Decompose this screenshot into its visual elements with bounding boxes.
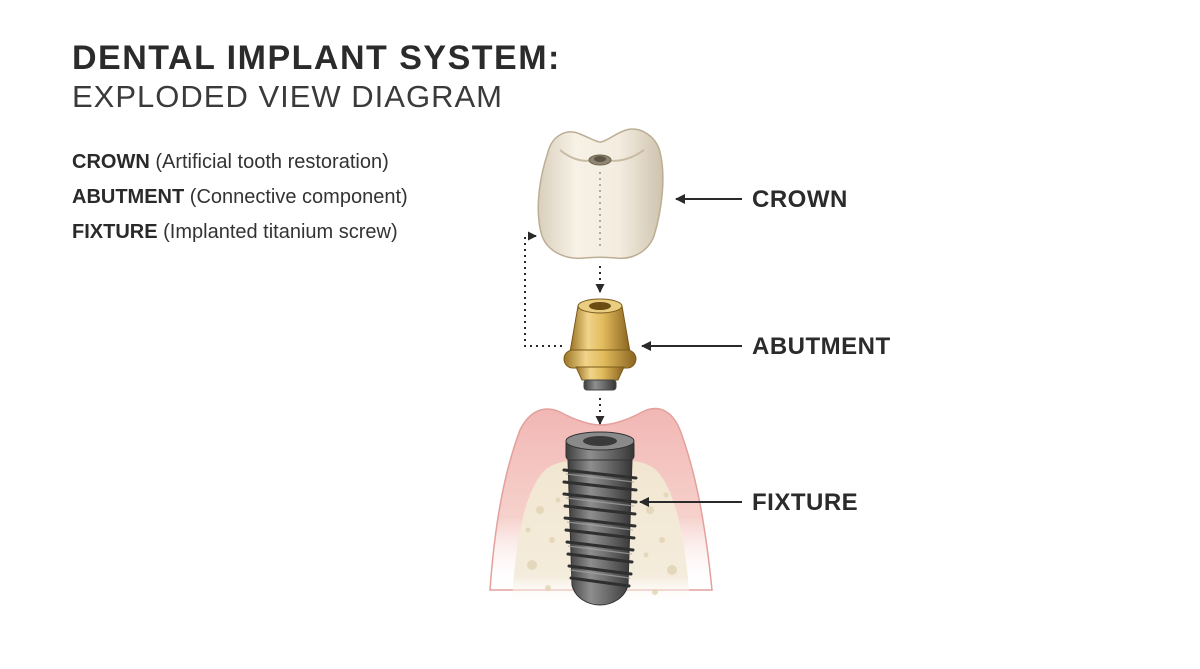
legend-item-crown: CROWN (Artificial tooth restoration) xyxy=(72,145,408,180)
abutment-component xyxy=(563,298,637,391)
crown-tooth xyxy=(537,128,664,260)
fixture-screw xyxy=(562,431,638,606)
legend-item-fixture: FIXTURE (Implanted titanium screw) xyxy=(72,215,408,250)
assembly-guides xyxy=(524,231,605,425)
bone-texture xyxy=(525,492,677,595)
legend-item-abutment: ABUTMENT (Connective component) xyxy=(72,180,408,215)
title-block: DENTAL IMPLANT SYSTEM: EXPLODED VIEW DIA… xyxy=(72,38,561,116)
page-title: DENTAL IMPLANT SYSTEM: xyxy=(72,39,561,77)
legend-term: ABUTMENT xyxy=(72,186,185,208)
legend-term: FIXTURE xyxy=(72,221,158,243)
legend-description: (Artificial tooth restoration) xyxy=(155,151,389,173)
callout-arrows xyxy=(639,194,742,507)
legend-description: (Connective component) xyxy=(189,186,408,208)
component-legend: CROWN (Artificial tooth restoration) ABU… xyxy=(72,145,408,250)
page-subtitle: EXPLODED VIEW DIAGRAM xyxy=(72,79,503,114)
legend-description: (Implanted titanium screw) xyxy=(163,221,398,243)
callout-abutment: ABUTMENT xyxy=(752,333,891,360)
callout-crown: CROWN xyxy=(752,186,848,213)
callout-fixture: FIXTURE xyxy=(752,489,859,516)
legend-term: CROWN xyxy=(72,151,150,173)
